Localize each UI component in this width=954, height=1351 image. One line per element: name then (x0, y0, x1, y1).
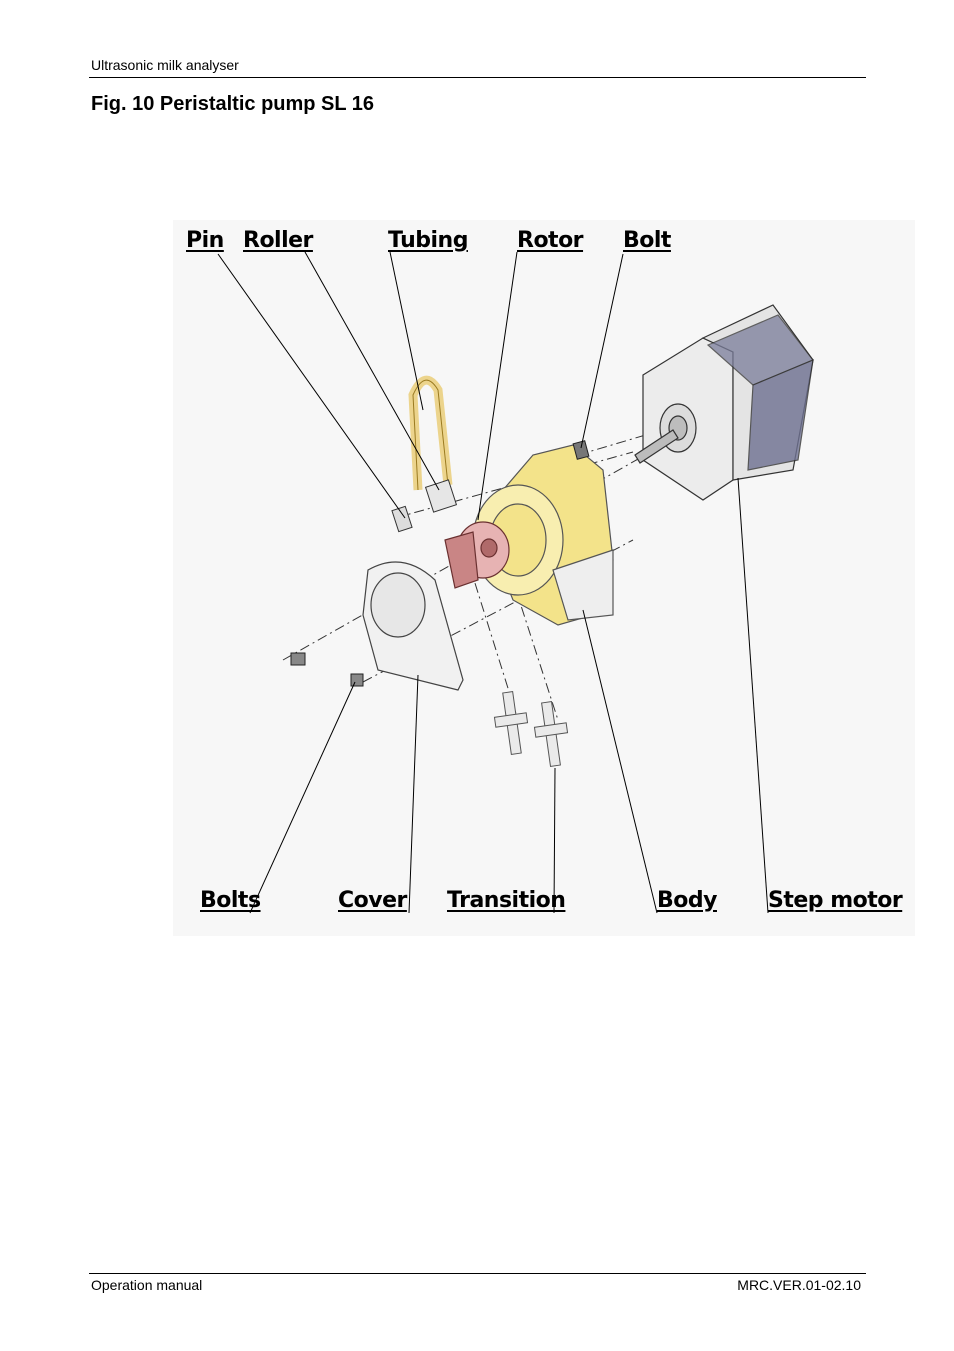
bolt-part (572, 440, 590, 460)
exploded-view-figure: Pin Roller Tubing Rotor Bolt Bolts Cover… (173, 220, 915, 936)
roller-part (424, 479, 458, 513)
step-motor-part (634, 304, 814, 501)
cover-bolt-part (290, 652, 306, 666)
label-bolts: Bolts (200, 888, 261, 913)
label-roller: Roller (243, 228, 313, 253)
footer-left: Operation manual (91, 1277, 203, 1293)
running-header: Ultrasonic milk analyser (91, 57, 239, 73)
leader-lines (217, 251, 769, 914)
label-body: Body (657, 888, 717, 913)
pump-drawing (173, 220, 915, 936)
figure-title: Fig. 10 Peristaltic pump SL 16 (91, 93, 375, 115)
label-transition: Transition (447, 888, 566, 913)
cover-bolt-part (350, 673, 364, 687)
label-rotor: Rotor (517, 228, 584, 253)
label-pin: Pin (186, 228, 224, 253)
footer-rule (89, 1273, 866, 1274)
label-tubing: Tubing (388, 228, 468, 253)
label-step-motor: Step motor (768, 888, 903, 913)
label-bolt: Bolt (623, 228, 671, 253)
footer-right: MRC.VER.01-02.10 (737, 1277, 861, 1293)
header-rule (89, 77, 866, 78)
label-cover: Cover (338, 888, 407, 913)
cover-part (362, 561, 464, 691)
transition-parts (493, 691, 569, 767)
tubing-outline (412, 379, 449, 491)
rotor-part (444, 521, 510, 589)
